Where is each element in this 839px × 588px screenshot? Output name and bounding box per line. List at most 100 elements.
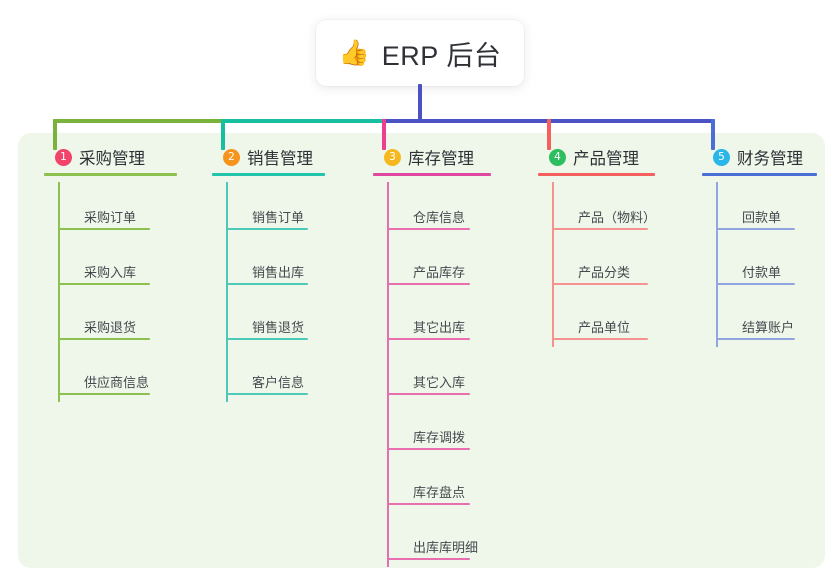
leaf-spine-connector	[716, 237, 718, 292]
leaf-label: 回款单	[742, 210, 782, 225]
leaf-underline	[716, 228, 795, 230]
leaf-underline	[552, 228, 648, 230]
leaf-label: 其它入库	[413, 375, 466, 390]
leaf-spine-connector	[716, 292, 718, 347]
bus-segment-green	[53, 119, 223, 123]
leaf-label: 采购订单	[84, 210, 137, 225]
branch-header-underline	[538, 173, 655, 176]
column-drop-connector-3	[382, 119, 386, 150]
leaf-underline	[716, 338, 795, 340]
leaf-label: 库存调拨	[413, 430, 466, 445]
leaf-item[interactable]: 库存盘点	[387, 457, 511, 512]
leaf-label: 产品（物料）	[578, 210, 657, 225]
branch-header-underline	[44, 173, 177, 176]
branch-leaf-list: 回款单付款单结算账户	[690, 182, 830, 347]
leaf-spine-connector	[716, 182, 718, 237]
leaf-item[interactable]: 其它入库	[387, 347, 511, 402]
branch-header-underline	[212, 173, 325, 176]
leaf-item[interactable]: 产品库存	[387, 237, 511, 292]
branch-index-badge: 5	[713, 148, 730, 166]
leaf-label: 销售订单	[252, 210, 305, 225]
leaf-label: 销售退货	[252, 320, 305, 335]
leaf-spine-connector	[387, 512, 389, 567]
column-drop-connector-4	[547, 119, 551, 150]
leaf-item[interactable]: 付款单	[716, 237, 830, 292]
leaf-item[interactable]: 出库库明细	[387, 512, 511, 567]
leaf-underline	[387, 558, 470, 560]
leaf-label: 供应商信息	[84, 375, 150, 390]
leaf-label: 结算账户	[742, 320, 795, 335]
branch-header-underline	[702, 173, 817, 176]
leaf-item[interactable]: 回款单	[716, 182, 830, 237]
leaf-item[interactable]: 供应商信息	[58, 347, 192, 402]
leaf-spine-connector	[387, 457, 389, 512]
leaf-label: 付款单	[742, 265, 782, 280]
leaf-item[interactable]: 库存调拨	[387, 402, 511, 457]
leaf-spine-connector	[552, 182, 554, 237]
leaf-item[interactable]: 销售订单	[226, 182, 350, 237]
leaf-label: 客户信息	[252, 375, 305, 390]
leaf-item[interactable]: 结算账户	[716, 292, 830, 347]
leaf-label: 产品分类	[578, 265, 631, 280]
leaf-underline	[226, 228, 308, 230]
leaf-spine-connector	[226, 347, 228, 402]
leaf-spine-connector	[552, 292, 554, 347]
leaf-underline	[226, 338, 308, 340]
leaf-spine-connector	[387, 182, 389, 237]
leaf-item[interactable]: 采购退货	[58, 292, 192, 347]
leaf-underline	[387, 393, 470, 395]
leaf-label: 销售出库	[252, 265, 305, 280]
leaf-underline	[58, 393, 150, 395]
branch-leaf-list: 销售订单销售出库销售退货客户信息	[200, 182, 350, 402]
leaf-underline	[387, 283, 470, 285]
leaf-underline	[226, 393, 308, 395]
leaf-item[interactable]: 采购入库	[58, 237, 192, 292]
column-drop-connector-2	[221, 119, 225, 150]
leaf-label: 仓库信息	[413, 210, 466, 225]
leaf-item[interactable]: 产品（物料）	[552, 182, 676, 237]
leaf-item[interactable]: 产品分类	[552, 237, 676, 292]
leaf-item[interactable]: 其它出库	[387, 292, 511, 347]
bus-segment-teal	[221, 119, 384, 123]
column-drop-connector-5	[711, 119, 715, 150]
leaf-item[interactable]: 销售出库	[226, 237, 350, 292]
leaf-underline	[58, 283, 150, 285]
branch-title: 销售管理	[247, 150, 313, 168]
leaf-label: 产品库存	[413, 265, 466, 280]
branch-leaf-list: 采购订单采购入库采购退货供应商信息	[32, 182, 192, 402]
root-node-erp-backend[interactable]: 👍 ERP 后台	[316, 20, 524, 86]
leaf-spine-connector	[58, 182, 60, 237]
leaf-underline	[716, 283, 795, 285]
root-stem-connector	[418, 84, 422, 123]
leaf-underline	[226, 283, 308, 285]
leaf-item[interactable]: 产品单位	[552, 292, 676, 347]
leaf-item[interactable]: 仓库信息	[387, 182, 511, 237]
leaf-underline	[58, 228, 150, 230]
leaf-spine-connector	[58, 292, 60, 347]
branch-leaf-list: 产品（物料） 产品分类产品单位	[526, 182, 676, 347]
branch-title: 库存管理	[408, 150, 474, 168]
leaf-underline	[387, 503, 470, 505]
leaf-underline	[387, 448, 470, 450]
leaf-item[interactable]: 采购订单	[58, 182, 192, 237]
leaf-spine-connector	[58, 237, 60, 292]
branch-title: 产品管理	[573, 150, 639, 168]
leaf-spine-connector	[552, 237, 554, 292]
leaf-underline	[552, 338, 648, 340]
leaf-label: 其它出库	[413, 320, 466, 335]
branch-header-underline	[373, 173, 491, 176]
leaf-item[interactable]: 客户信息	[226, 347, 350, 402]
leaf-item[interactable]: 销售退货	[226, 292, 350, 347]
leaf-label: 出库库明细	[413, 540, 479, 555]
branch-title: 采购管理	[79, 150, 145, 168]
